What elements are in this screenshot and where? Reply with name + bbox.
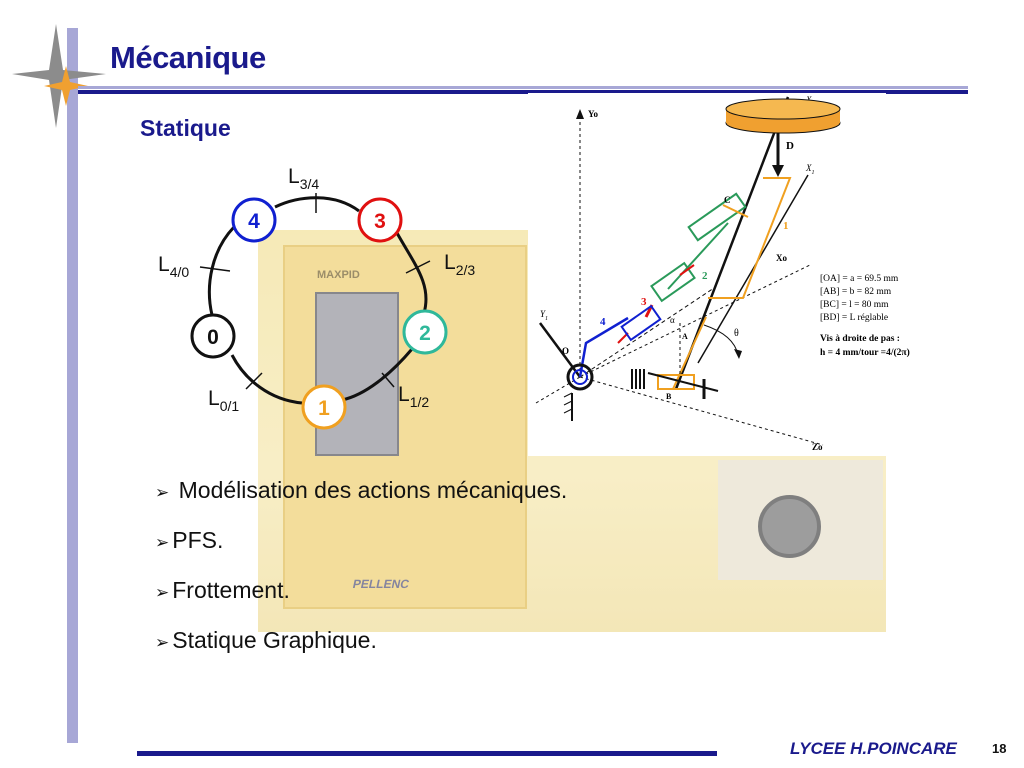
axis-label-zo: Zo <box>812 442 823 452</box>
tick-l12 <box>381 372 395 388</box>
axis-dash-oc <box>579 287 715 378</box>
axis-yo-arrow-icon <box>576 109 584 119</box>
bullet-text-pfs: PFS. <box>172 527 224 553</box>
point-c-pin <box>722 204 749 218</box>
arm-x1-line <box>697 174 809 364</box>
angle-label-theta: θ <box>734 328 739 339</box>
screw-value: h = 4 mm/tour =4/(2π) <box>820 347 910 358</box>
dimension-oa: [OA] = a = 69.5 mm <box>820 274 899 284</box>
left-accent-bar <box>67 28 78 743</box>
pivot-o-icon <box>563 363 594 421</box>
graph-node-4-label: 4 <box>248 210 260 233</box>
graph-edge-1-0 <box>230 354 303 405</box>
bullet-arrow-icon: ➢ <box>155 633 170 652</box>
title-divider <box>78 86 968 89</box>
angle-label-alpha: α <box>670 315 675 325</box>
graph-node-3-label: 3 <box>374 210 386 233</box>
axis-zo <box>579 376 824 446</box>
machine-wheel <box>758 495 821 558</box>
liaison-graph: 4 3 0 2 1 L3/4 L4/0 L2/3 L0/1 L1/2 <box>158 165 475 430</box>
dimension-ab: [AB] = b = 82 mm <box>820 287 892 297</box>
axis-label-x1: X1 <box>805 163 815 176</box>
tick-l23 <box>405 260 431 274</box>
graph-node-0-label: 0 <box>207 326 219 349</box>
bullet-arrow-icon: ➢ <box>155 483 170 502</box>
point-label-b: B <box>666 392 672 401</box>
footer-school-name: LYCEE H.POINCARE <box>790 739 957 758</box>
mechanism-diagram-panel <box>528 93 886 456</box>
wheel-disk-icon <box>725 98 841 134</box>
axis-xo <box>579 264 811 378</box>
star-logo-icon <box>12 24 106 128</box>
axis-label-xo: Xo <box>776 253 787 263</box>
link-label-l01: L0/1 <box>208 387 239 414</box>
bullet-text-statique-graphique: Statique Graphique. <box>172 627 377 653</box>
bullet-arrow-icon: ➢ <box>155 583 170 602</box>
graph-node-1: 1 <box>301 384 347 430</box>
point-label-c: C <box>724 195 731 205</box>
dimension-bd: [BD] = L réglable <box>820 313 888 323</box>
slide-subtitle: Statique <box>140 115 231 141</box>
dimension-bc: [BC] = l = 80 mm <box>820 300 889 310</box>
link-label-l12: L1/2 <box>398 383 429 410</box>
bullet-item: ➢Statique Graphique. <box>155 624 715 674</box>
bullet-item: ➢ Modélisation des actions mécaniques. <box>155 474 715 524</box>
bullet-arrow-icon: ➢ <box>155 533 170 552</box>
solid-2-cylinder <box>650 192 747 303</box>
machine-brand-top: MAXPID <box>317 269 360 281</box>
axis-label-y1: Y1 <box>540 309 548 322</box>
tick-l01 <box>245 372 263 390</box>
bullet-item: ➢Frottement. <box>155 574 715 624</box>
graph-edge-3-2 <box>395 232 428 314</box>
graph-edge-2-1 <box>341 348 414 402</box>
solid-label-3: 3 <box>641 296 647 308</box>
graph-node-4: 4 <box>231 197 277 243</box>
slide-title: Mécanique <box>110 40 266 75</box>
axis-label-yo: Yo <box>588 109 599 119</box>
bullet-item: ➢PFS. <box>155 524 715 574</box>
angle-theta-arc <box>703 324 739 356</box>
bullet-text-modelisation: Modélisation des actions mécaniques. <box>178 477 568 503</box>
solid-3-red-a <box>679 264 695 276</box>
bullet-list: ➢ Modélisation des actions mécaniques. ➢… <box>155 474 715 674</box>
title-divider-dark <box>78 90 968 94</box>
footer-divider <box>137 751 717 756</box>
page-number: 18 <box>992 741 1007 756</box>
point-label-o: O <box>562 346 569 356</box>
point-label-a: A <box>682 332 688 341</box>
graph-edge-0-4 <box>207 225 236 316</box>
graph-node-1-label: 1 <box>318 397 330 420</box>
pivot-b-icon <box>631 369 719 399</box>
graph-node-2: 2 <box>402 309 448 355</box>
machine-panel <box>315 292 399 456</box>
solid-1-link <box>672 316 707 390</box>
link-label-l23: L2/3 <box>444 251 475 278</box>
graph-edge-4-3 <box>274 196 360 213</box>
solid-label-1: 1 <box>783 220 789 232</box>
graph-node-0: 0 <box>190 313 236 359</box>
graph-node-2-label: 2 <box>419 322 431 345</box>
solid-1-frame <box>708 177 792 299</box>
link-label-l40: L4/0 <box>158 253 189 280</box>
solid-label-4: 4 <box>600 316 606 328</box>
angle-theta-arrow-icon <box>734 349 742 359</box>
bullet-text-frottement: Frottement. <box>172 577 290 603</box>
solid-label-2: 2 <box>702 270 708 282</box>
link-label-l34: L3/4 <box>288 165 319 192</box>
dimension-list: [OA] = a = 69.5 mm [AB] = b = 82 mm [BC]… <box>820 274 910 358</box>
screw-title: Vis à droite de pas : <box>820 334 900 344</box>
mechanism-diagram: Yo Xo Zo Y1 X1 X2 D 1 2 C 3 4 <box>535 95 910 452</box>
point-label-d: D <box>786 140 794 152</box>
graph-node-3: 3 <box>357 197 403 243</box>
load-arrow-d-icon <box>772 165 784 177</box>
tick-l40 <box>199 266 231 272</box>
axis-xo-back <box>535 376 581 404</box>
axis-y1-line <box>538 322 582 378</box>
